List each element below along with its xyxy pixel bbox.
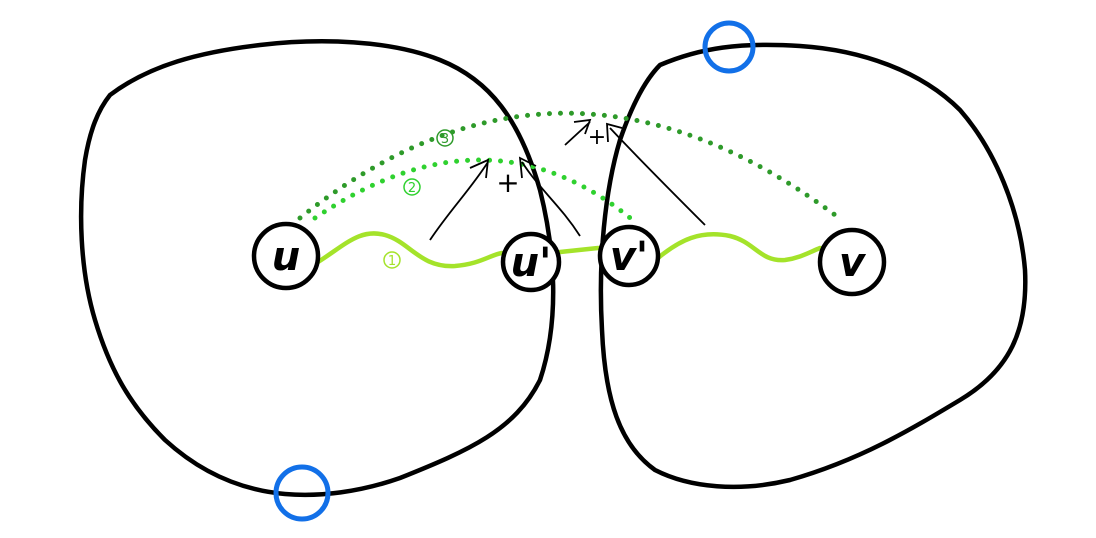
svg-text:v': v': [610, 234, 648, 280]
arrow-icon: [429, 158, 490, 241]
node-v: v: [817, 227, 887, 297]
left-region-blob: [78, 39, 556, 498]
path-1-segment-a: [315, 231, 505, 269]
marker-circle-bottom: [273, 464, 331, 522]
arrow-icon: [564, 118, 592, 146]
path-2-label: 2: [403, 178, 421, 196]
node-u-prime: u': [500, 231, 562, 293]
path-1-segment-c: [655, 232, 823, 263]
path-3-label: 3: [436, 129, 454, 147]
node-u: u: [251, 221, 321, 291]
marker-circle-top: [702, 20, 756, 74]
svg-text:1: 1: [388, 254, 396, 269]
plus-sign: +: [588, 125, 606, 150]
right-region-blob: [598, 42, 1028, 490]
path-3-dotted: [297, 110, 838, 221]
svg-text:3: 3: [441, 132, 449, 147]
node-v-prime: v': [597, 224, 661, 288]
path-1-segment-b: [557, 245, 601, 255]
svg-text:u': u': [511, 240, 552, 286]
svg-text:v: v: [839, 240, 867, 286]
svg-text:u: u: [272, 234, 300, 280]
plus-sign: +: [496, 166, 519, 199]
path-2-dotted: [312, 157, 638, 225]
arrow-icon: [518, 156, 581, 237]
arrow-icon: [606, 122, 706, 226]
path-1-label: 1: [383, 251, 401, 269]
svg-text:2: 2: [408, 181, 416, 196]
